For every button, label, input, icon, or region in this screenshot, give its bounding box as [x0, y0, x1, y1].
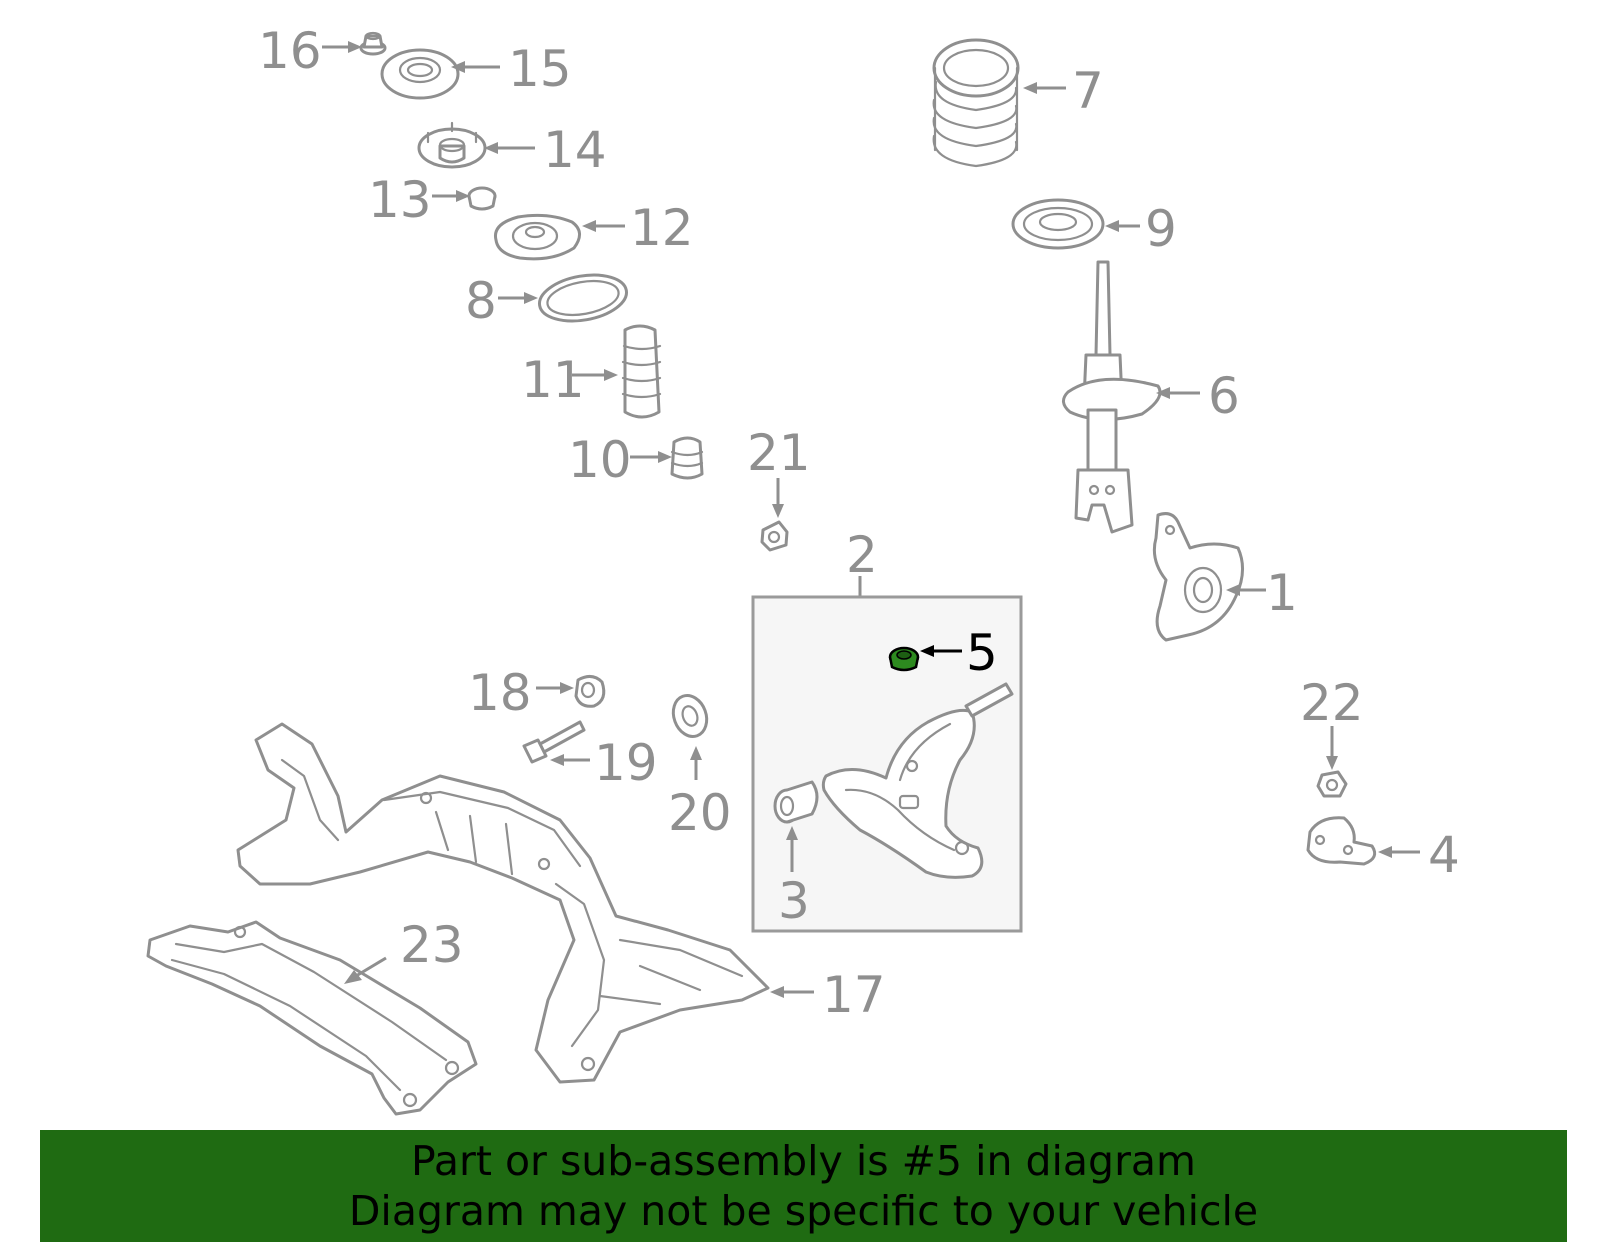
part-2-group-box — [751, 576, 1023, 933]
callout-9: 9 — [1145, 200, 1177, 258]
part-3-bushing — [773, 780, 819, 824]
leader-20 — [690, 746, 702, 780]
callout-7: 7 — [1072, 62, 1104, 120]
info-banner: Part or sub-assembly is #5 in diagram Di… — [40, 1130, 1567, 1242]
callout-5-highlighted[interactable]: 5 — [966, 624, 998, 682]
leader-11 — [572, 369, 618, 381]
leader-15 — [451, 61, 500, 73]
callout-17: 17 — [822, 966, 886, 1024]
banner-line-2: Diagram may not be specific to your vehi… — [348, 1187, 1259, 1235]
callout-14: 14 — [543, 121, 607, 179]
leader-8 — [498, 292, 538, 304]
part-7-coil-spring — [932, 38, 1020, 168]
leader-16 — [322, 41, 362, 53]
part-12-upper-seat — [493, 213, 581, 261]
part-4-ball-joint — [1306, 816, 1377, 866]
callout-4: 4 — [1428, 826, 1460, 884]
part-5-bushing-highlighted[interactable] — [888, 646, 920, 672]
part-16-nut — [359, 31, 387, 56]
callout-23: 23 — [400, 916, 464, 974]
leader-9 — [1105, 220, 1140, 232]
part-19-bolt — [522, 720, 586, 764]
part-11-dust-boot — [621, 324, 662, 419]
part-22-nut — [1316, 770, 1348, 798]
leader-18 — [536, 682, 574, 694]
banner-background — [40, 1130, 1567, 1242]
part-8-insulator — [538, 273, 628, 323]
part-20-washer — [671, 694, 709, 738]
part-18-bushing — [574, 675, 606, 708]
leader-5 — [920, 645, 962, 657]
part-21-nut — [760, 520, 789, 552]
callout-18: 18 — [468, 664, 532, 722]
leader-14 — [484, 142, 535, 154]
part-9-spring-seat — [1011, 198, 1105, 250]
leader-17 — [770, 986, 814, 998]
callout-2: 2 — [846, 526, 878, 584]
callout-3: 3 — [778, 872, 810, 930]
callout-20: 20 — [668, 784, 732, 842]
part-17-crossmember — [236, 722, 770, 1084]
part-15-mount-plate — [380, 48, 460, 100]
leader-10 — [630, 451, 672, 463]
callout-19: 19 — [594, 734, 658, 792]
leader-21 — [772, 478, 784, 518]
leader-7 — [1023, 82, 1066, 94]
part-10-bump-stop — [670, 436, 704, 480]
callout-11: 11 — [521, 351, 585, 409]
callout-16: 16 — [258, 22, 322, 80]
callout-12: 12 — [630, 199, 694, 257]
leader-4 — [1378, 846, 1420, 858]
leader-23 — [344, 956, 387, 984]
banner-line-1: Part or sub-assembly is #5 in diagram — [411, 1137, 1196, 1185]
callout-1: 1 — [1266, 564, 1298, 622]
leader-6 — [1156, 387, 1200, 399]
part-14-strut-mount — [417, 121, 487, 169]
callout-15: 15 — [508, 40, 572, 98]
callout-6: 6 — [1208, 367, 1240, 425]
part-1-knuckle — [1152, 512, 1244, 642]
part-23-brace — [146, 920, 478, 1116]
callout-10: 10 — [568, 431, 632, 489]
part-13-nut — [467, 186, 497, 211]
leader-19 — [550, 754, 590, 766]
callout-22: 22 — [1300, 674, 1364, 732]
leader-1 — [1226, 584, 1266, 596]
leader-12 — [582, 220, 625, 232]
leader-3 — [786, 826, 798, 872]
callout-13: 13 — [368, 171, 432, 229]
callout-21: 21 — [747, 424, 811, 482]
callout-8: 8 — [465, 272, 497, 330]
leader-13 — [432, 190, 470, 202]
leader-22 — [1326, 726, 1338, 770]
part-2-control-arm — [821, 682, 1014, 879]
part-6-strut — [1062, 260, 1162, 534]
